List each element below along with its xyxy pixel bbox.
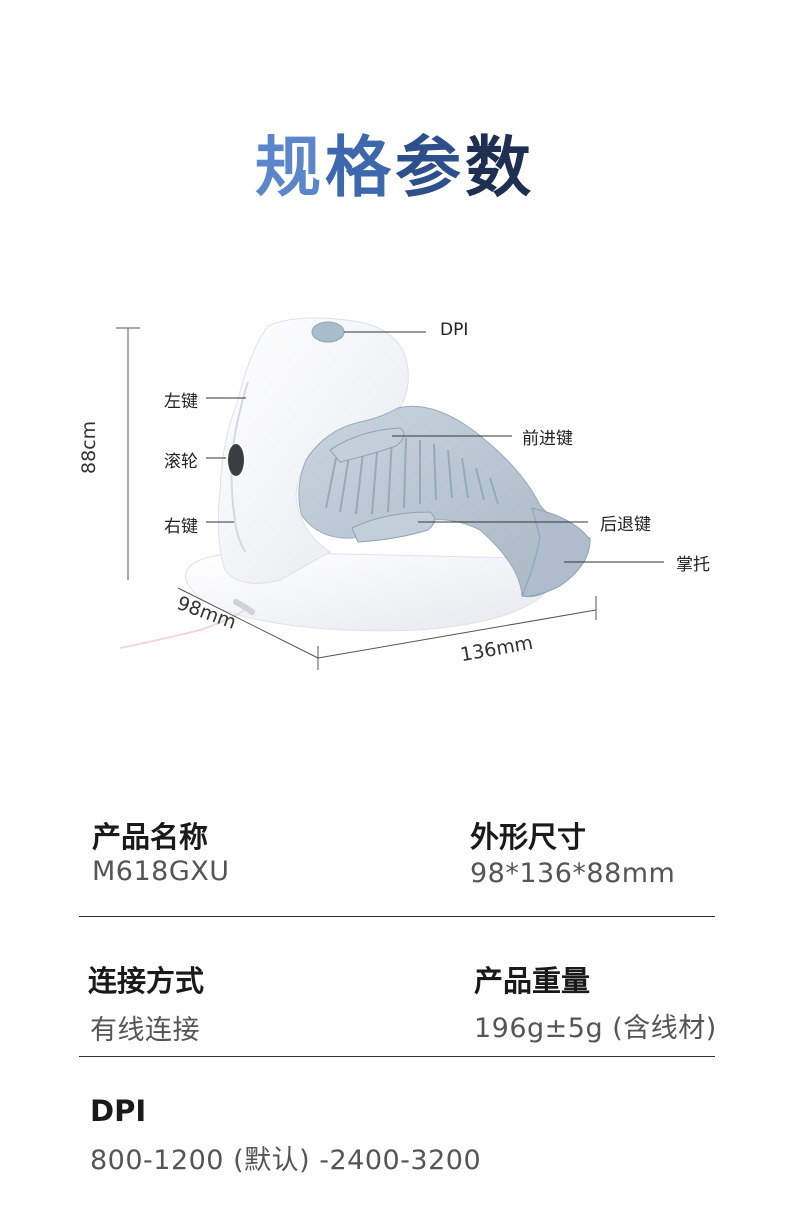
label-left-key: 左键 — [164, 392, 198, 412]
label-right-key: 右键 — [164, 517, 198, 537]
spec-dpi-label: DPI — [90, 1094, 147, 1128]
spec-weight-label: 产品重量 — [474, 964, 591, 998]
dpi-button — [311, 321, 345, 343]
spec-weight-value: 196g±5g (含线材) — [474, 1013, 717, 1044]
mouse-illustration — [116, 317, 664, 670]
spec-connection-label: 连接方式 — [88, 964, 205, 998]
divider-2 — [79, 1056, 715, 1057]
dimension-height: 88cm — [78, 420, 100, 474]
spec-name-value: M618GXU — [92, 856, 230, 887]
title-char-2: 格 — [325, 129, 395, 206]
spec-name-label: 产品名称 — [92, 820, 209, 854]
product-diagram: DPI 左键 滚轮 右键 前进键 后退键 掌托 88cm 98mm 136mm — [0, 290, 790, 710]
callout-lines — [206, 331, 664, 563]
height-dimension-line — [116, 327, 140, 580]
length-dimension-line — [317, 596, 597, 659]
label-palm-rest: 掌托 — [676, 555, 710, 575]
spec-size-value: 98*136*88mm — [470, 858, 676, 889]
title-char-3: 参 — [395, 129, 465, 206]
scroll-wheel — [228, 444, 244, 476]
title-char-1: 规 — [255, 129, 325, 206]
spec-size-label: 外形尺寸 — [470, 820, 587, 854]
spec-connection-value: 有线连接 — [90, 1015, 200, 1046]
grip-area — [298, 405, 591, 598]
divider-1 — [79, 916, 715, 917]
label-dpi: DPI — [440, 320, 469, 340]
label-wheel: 滚轮 — [164, 452, 198, 472]
title-char-4: 数 — [465, 129, 535, 206]
spec-dpi-value: 800-1200 (默认) -2400-3200 — [90, 1145, 482, 1176]
page-title: 规格参数 — [0, 128, 790, 208]
label-back-key: 后退键 — [600, 515, 651, 535]
label-forward-key: 前进键 — [522, 429, 573, 449]
